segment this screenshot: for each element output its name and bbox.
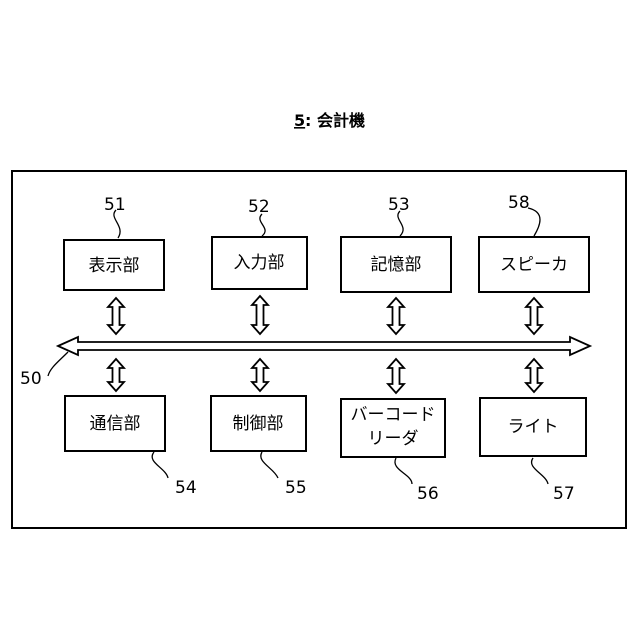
light-label: ライト xyxy=(508,417,559,437)
display-block: 表示部 51 xyxy=(64,195,164,290)
barcode-reader-leader-line xyxy=(395,458,412,484)
figure-title: 5 : 会計機 xyxy=(294,111,365,130)
bus-leader-line xyxy=(48,352,68,376)
barcode-reader-bus-arrow xyxy=(388,359,404,393)
speaker-ref: 58 xyxy=(508,193,530,213)
input-block: 入力部 52 xyxy=(212,197,307,289)
light-bus-arrow xyxy=(526,359,542,392)
communication-leader-line xyxy=(152,452,168,478)
storage-block: 記憶部 53 xyxy=(341,195,451,292)
speaker-block: スピーカ 58 xyxy=(479,193,589,292)
display-ref: 51 xyxy=(104,195,126,215)
input-bus-arrow xyxy=(252,296,268,334)
communication-bus-arrow xyxy=(108,359,124,391)
input-label: 入力部 xyxy=(234,253,285,273)
input-ref: 52 xyxy=(248,197,270,217)
speaker-label: スピーカ xyxy=(500,255,568,275)
light-block: ライト 57 xyxy=(480,398,586,504)
title-separator: : xyxy=(305,111,311,130)
light-leader-line xyxy=(532,458,548,484)
communication-label: 通信部 xyxy=(90,414,141,434)
storage-bus-arrow xyxy=(388,298,404,334)
control-leader-line xyxy=(261,452,278,478)
storage-ref: 53 xyxy=(388,195,410,215)
light-ref: 57 xyxy=(553,484,575,504)
display-label: 表示部 xyxy=(89,256,140,276)
storage-label: 記憶部 xyxy=(371,255,422,275)
control-bus-arrow xyxy=(252,359,268,391)
speaker-bus-arrow xyxy=(526,298,542,334)
title-number: 5 xyxy=(294,111,305,130)
barcode-reader-label-line1: バーコード xyxy=(351,405,436,425)
barcode-reader-label-line2: リーダ xyxy=(368,429,419,449)
communication-ref: 54 xyxy=(175,478,197,498)
barcode-reader-ref: 56 xyxy=(417,484,439,504)
barcode-reader-block: バーコード リーダ 56 xyxy=(341,399,445,504)
control-label: 制御部 xyxy=(233,414,284,434)
communication-block: 通信部 54 xyxy=(65,396,197,498)
control-block: 制御部 55 xyxy=(211,396,307,498)
title-text: 会計機 xyxy=(317,111,365,130)
bus-ref: 50 xyxy=(20,369,42,389)
input-leader-line xyxy=(260,214,265,236)
speaker-leader-line xyxy=(528,208,540,236)
display-bus-arrow xyxy=(108,298,124,334)
bus-arrow xyxy=(58,337,590,355)
control-ref: 55 xyxy=(285,478,307,498)
